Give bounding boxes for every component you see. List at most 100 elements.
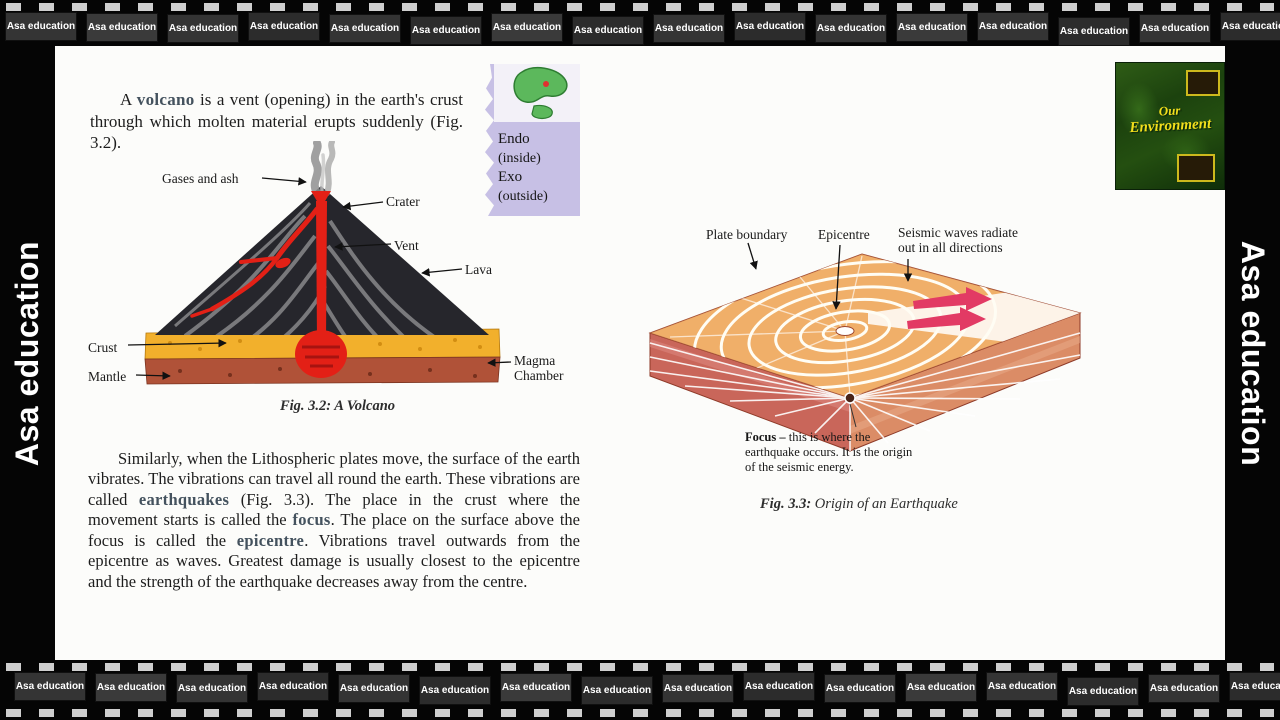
filmstrip-frame-label: Asa education (1149, 683, 1219, 694)
filmstrip-frame-label: Asa education (825, 683, 895, 694)
label-plate-boundary: Plate boundary (706, 227, 788, 242)
focus-connector-line (849, 403, 857, 428)
caption-title: Origin of an Earthquake (811, 496, 958, 512)
filmstrip-frame-label: Asa education (663, 683, 733, 694)
filmstrip-frame-label: Asa education (420, 685, 490, 696)
filmstrip-frame-label: Asa education (96, 682, 166, 693)
face-streak (850, 336, 1080, 434)
caption-number: Fig. 3.2: (279, 398, 332, 414)
filmstrip-frame-label: Asa education (6, 21, 76, 32)
filmstrip-frame: Asa education (338, 674, 410, 703)
filmstrip-frame-label: Asa education (411, 25, 481, 36)
filmstrip-frame: Asa education (329, 14, 401, 43)
book-cover: Our Environment (1115, 62, 1225, 190)
focus-point (844, 392, 856, 404)
label-lava: Lava (465, 262, 492, 277)
magma-texture (302, 345, 340, 368)
filmstrip-frame-label: Asa education (339, 683, 409, 694)
filmstrip-frame: Asa education (5, 12, 77, 41)
filmstrip-frames-row: Asa education Asa education Asa education A… (0, 671, 1280, 706)
filmstrip-frame: Asa education (986, 672, 1058, 701)
label-magma-chamber: Magma Chamber (514, 353, 564, 383)
text-run: is a vent (opening) in the earth's crust… (90, 90, 464, 152)
filmstrip-frame: Asa education (824, 674, 896, 703)
sprocket-holes (6, 3, 1274, 11)
label-magma-line: Magma (514, 353, 556, 368)
filmstrip-frame: Asa education (419, 676, 491, 705)
filmstrip-frame: Asa education (1220, 12, 1280, 41)
focus-note-text: this is where the earthquake occurs. It … (745, 430, 913, 474)
book-cover-photo (1177, 154, 1215, 182)
volcano-diagram (127, 141, 512, 385)
caption-title: A Volcano (331, 398, 396, 414)
filmstrip-frames-row: Asa education Asa education Asa education A… (0, 11, 1280, 46)
filmstrip-frame: Asa education (734, 12, 806, 41)
top-face-detail (650, 254, 1080, 398)
lava-system (190, 191, 347, 378)
volcano-caption: Fig. 3.2: A Volcano (115, 398, 560, 415)
filmstrip-frame-label: Asa education (906, 682, 976, 693)
keyword: earthquakes (138, 489, 230, 509)
filmstrip-top: Asa education Asa education Asa education A… (0, 0, 1280, 46)
label-crater: Crater (386, 194, 420, 209)
text-run: . The place on the surface above the foc… (88, 510, 580, 550)
filmstrip-frame: Asa education (167, 14, 239, 43)
filmstrip-bottom: Asa education Asa education Asa education A… (0, 660, 1280, 720)
earthquake-caption: Fig. 3.3: Origin of an Earthquake (760, 496, 958, 513)
filmstrip-frame: Asa education (14, 672, 86, 701)
crater-notch (311, 191, 331, 208)
filmstrip-frame-label: Asa education (1230, 681, 1280, 692)
endo-exo-note: Endo (inside) Exo (outside) (485, 64, 580, 216)
filmstrip-frame: Asa education (977, 12, 1049, 41)
filmstrip-frame-label: Asa education (1221, 21, 1280, 32)
smoke-plume (310, 141, 336, 197)
note-line: (outside) (498, 189, 548, 204)
label-seismic-waves: Seismic waves radiate out in all directi… (898, 225, 1018, 255)
label-mantle: Mantle (88, 369, 127, 384)
filmstrip-frame: Asa education (653, 14, 725, 43)
lava-streams (190, 206, 320, 318)
filmstrip-frame-label: Asa education (15, 681, 85, 692)
cone-texture-stripes (174, 202, 442, 335)
filmstrip-frame-label: Asa education (168, 23, 238, 34)
filmstrip-frame: Asa education (1139, 14, 1211, 43)
earthquake-label-arrows (747, 242, 913, 310)
caption-number: Fig. 3.3: (760, 496, 812, 512)
magma-chamber (295, 330, 347, 378)
label-crust: Crust (88, 340, 118, 355)
label-seismic-line: out in all directions (898, 240, 1003, 255)
book-cover-photo (1186, 70, 1220, 96)
book-cover-title: Our Environment (1114, 101, 1225, 137)
filmstrip-frame: Asa education (572, 16, 644, 45)
filmstrip-frame-label: Asa education (501, 682, 571, 693)
filmstrip-frame: Asa education (248, 12, 320, 41)
filmstrip-frame-label: Asa education (87, 22, 157, 33)
sprocket-holes (6, 663, 1274, 671)
filmstrip-frame-label: Asa education (1140, 23, 1210, 34)
filmstrip-frame: Asa education (86, 13, 158, 42)
filmstrip-frame: Asa education (410, 16, 482, 45)
filmstrip-frame-label: Asa education (1059, 26, 1129, 37)
filmstrip-frame-label: Asa education (816, 23, 886, 34)
filmstrip-frame-label: Asa education (897, 22, 967, 33)
text-run: . Vibrations travel outwards from the ep… (88, 530, 580, 591)
vertical-brand-label: Asa education (9, 240, 45, 466)
filmstrip-frame-label: Asa education (330, 23, 400, 34)
note-line: (inside) (498, 151, 541, 166)
filmstrip-frame-label: Asa education (249, 21, 319, 32)
mantle-texture (178, 367, 477, 378)
volcano-label-arrows (127, 177, 512, 380)
label-seismic-line: Seismic waves radiate (898, 225, 1018, 240)
label-vent: Vent (394, 238, 419, 253)
focus-radiating-lines (649, 332, 1081, 451)
sidebar-right: Asa education (1225, 46, 1280, 660)
filmstrip-frame: Asa education (1148, 674, 1220, 703)
focus-note-keyword: Focus – (745, 430, 786, 444)
filmstrip-frame-label: Asa education (1068, 686, 1138, 697)
filmstrip-frame-label: Asa education (492, 22, 562, 33)
filmstrip-frame-label: Asa education (987, 681, 1057, 692)
filmstrip-frame: Asa education (581, 676, 653, 705)
label-epicentre: Epicentre (818, 227, 870, 242)
keyword: volcano (136, 90, 195, 109)
keyword: epicentre (236, 530, 305, 550)
